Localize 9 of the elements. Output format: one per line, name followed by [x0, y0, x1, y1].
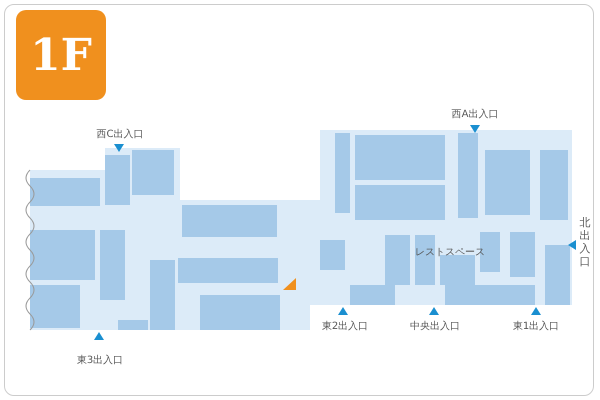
entrance-label: 東1出入口 [512, 320, 560, 333]
area-label: レストスペース [415, 246, 485, 259]
entrance-label: 北出入口 [579, 216, 591, 268]
entrance-label: 西A出入口 [450, 108, 500, 121]
entrance-label: 東3出入口 [76, 354, 124, 367]
entrance-label: 西C出入口 [96, 128, 144, 141]
entrance-label: 中央出入口 [409, 320, 461, 333]
floor-badge: 1F [16, 10, 106, 100]
entrance-label: 東2出入口 [320, 320, 370, 333]
